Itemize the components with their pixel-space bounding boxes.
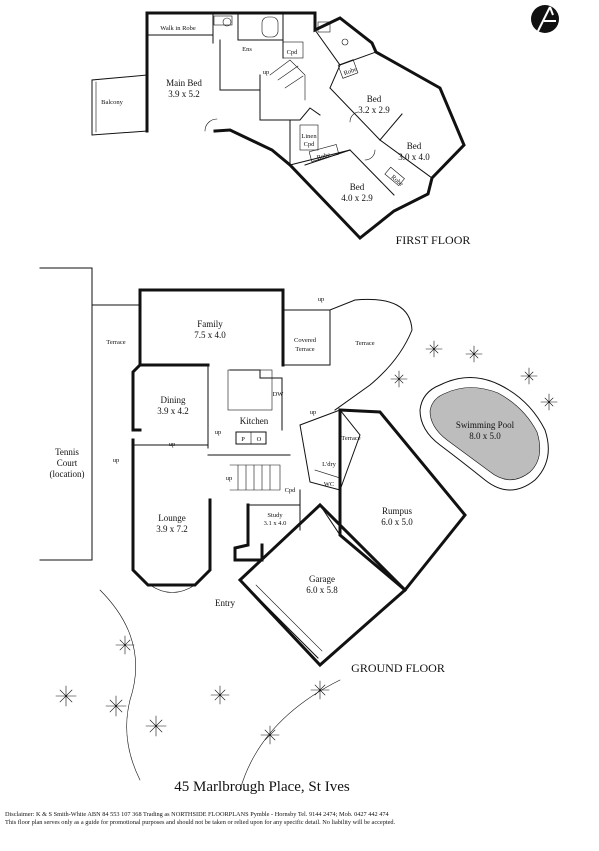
first-floor-plan (91, 11, 466, 241)
disclaimer-line-2: This floor plan serves only as a guide f… (5, 819, 396, 826)
bed-1-size: 3.2 x 2.9 (358, 105, 390, 115)
rumpus-label: Rumpus (382, 506, 413, 516)
garage-size: 6.0 x 5.8 (306, 585, 338, 595)
disclaimer: Disclaimer: K & S Smith-White ABN 84 553… (5, 811, 595, 827)
main-bed-label: Main Bed (166, 78, 202, 88)
study-label: Study (267, 512, 283, 519)
main-bed-size: 3.9 x 5.2 (168, 89, 200, 99)
cupboard-label: Cpd (287, 49, 299, 56)
robe-label-3: Robe (389, 174, 404, 188)
rumpus-size: 6.0 x 5.0 (381, 517, 413, 527)
terrace-right-label: Terrace (355, 340, 375, 347)
swimming-pool-label: Swimming Pool (456, 420, 515, 430)
dining-label: Dining (160, 395, 186, 405)
bed-3-size: 4.0 x 2.9 (341, 193, 373, 203)
robe-label-1: Robe (343, 66, 358, 77)
wc-label: WC (324, 481, 334, 488)
terrace-left-label: Terrace (106, 339, 126, 346)
family-size: 7.5 x 4.0 (194, 330, 226, 340)
tennis-court-location: (location) (50, 469, 85, 479)
bed-2-label: Bed (407, 141, 422, 151)
lounge-size: 3.9 x 7.2 (156, 524, 188, 534)
stair-up-terrace: up (318, 296, 325, 303)
balcony-label: Balcony (101, 99, 123, 106)
swimming-pool-size: 8.0 x 5.0 (469, 431, 501, 441)
dishwasher-label: DW (273, 391, 285, 398)
disclaimer-line-1: Disclaimer: K & S Smith-White ABN 84 553… (5, 811, 389, 818)
lounge-label: Lounge (158, 513, 186, 523)
property-address-title: 45 Marlbrough Place, St Ives (174, 779, 350, 795)
bed-3-label: Bed (350, 182, 365, 192)
pantry-label: P (241, 436, 245, 443)
bed-1-label: Bed (367, 94, 382, 104)
dining-size: 3.9 x 4.2 (157, 406, 189, 416)
stair-up-dining: up (169, 441, 176, 448)
linen-cupboard-label: Cpd (304, 141, 316, 148)
entry-label: Entry (215, 598, 235, 608)
stair-up-hall: up (215, 429, 222, 436)
family-label: Family (197, 319, 223, 329)
terrace-mid-label: Terrace (341, 435, 361, 442)
first-floor-heading: FIRST FLOOR (396, 233, 471, 247)
ensuite-label: Ens (242, 46, 252, 53)
stair-up-main: up (226, 475, 233, 482)
cupboard-ground-label: Cpd (285, 487, 297, 494)
oven-label: O (257, 436, 262, 443)
walk-in-robe-label: Walk in Robe (160, 25, 196, 32)
bed-2-size: 3.0 x 4.0 (398, 152, 430, 162)
ground-floor-plan (39, 267, 558, 791)
kitchen-label: Kitchen (240, 416, 269, 426)
north-arrow-icon (531, 5, 559, 33)
stair-up-label: up (263, 69, 270, 76)
shrub-icon (55, 340, 558, 745)
stair-up-tennis: up (113, 457, 120, 464)
tennis-court-label-2: Court (57, 458, 78, 468)
study-size: 3.1 x 4.0 (264, 520, 287, 527)
tennis-court-label: Tennis (55, 447, 79, 457)
robe-label-2: Robe (316, 151, 331, 161)
stair-up-laundry: up (310, 409, 317, 416)
covered-terrace-label-2: Terrace (295, 346, 315, 353)
garage-label: Garage (309, 574, 335, 584)
linen-label: Linen (301, 133, 317, 140)
covered-terrace-label: Covered (294, 337, 317, 344)
ground-floor-heading: GROUND FLOOR (351, 661, 445, 675)
laundry-label: L'dry (322, 461, 337, 468)
